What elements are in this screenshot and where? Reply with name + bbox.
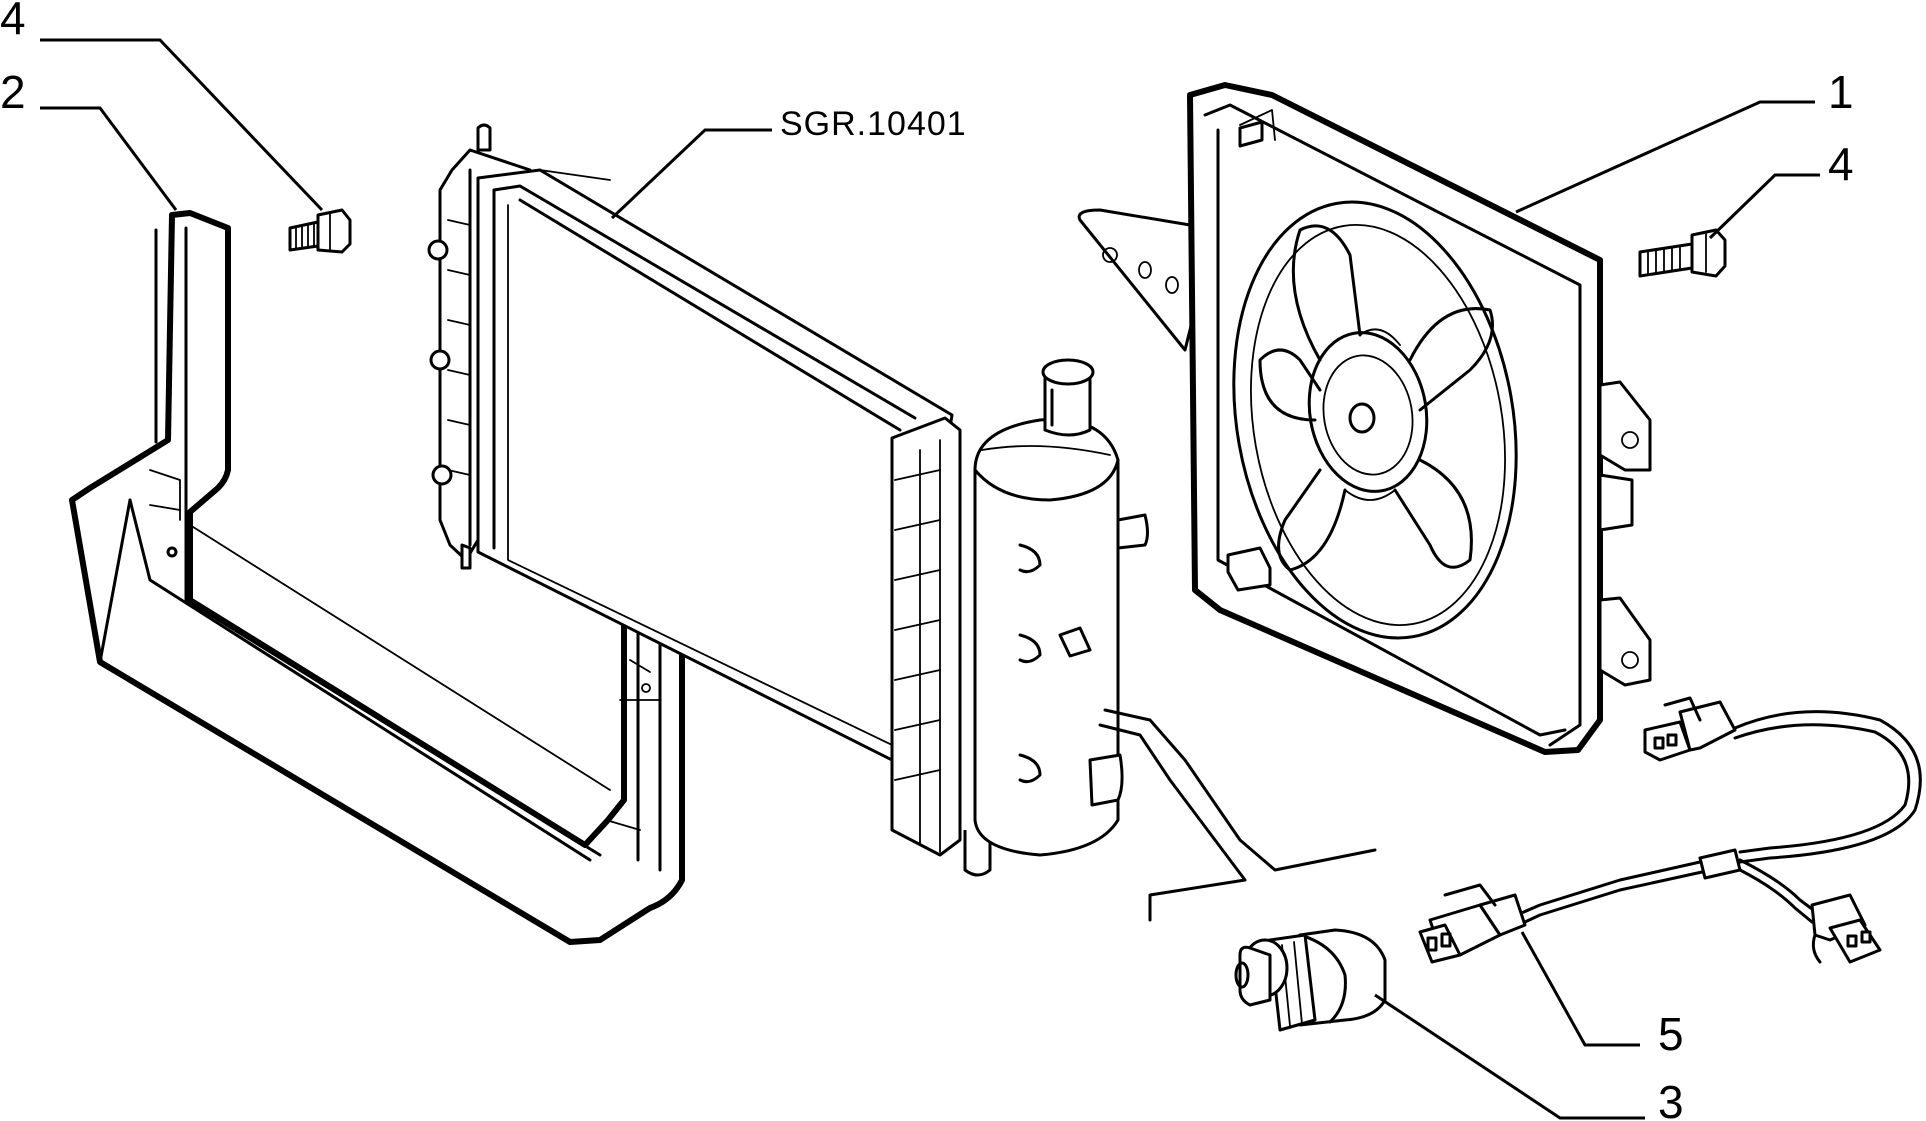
drawing-code: SGR.10401 (780, 105, 967, 143)
callout-1: 1 (1828, 66, 1854, 118)
bolt-right-part (1638, 228, 1727, 278)
callout-5: 5 (1658, 1008, 1684, 1060)
leader-drawing-code (610, 128, 772, 220)
callout-3: 3 (1658, 1076, 1684, 1121)
wiring-harness-part (1418, 696, 1922, 964)
callout-2: 2 (0, 66, 26, 118)
radiator-side-tank-part (890, 358, 1149, 877)
callout-4-right: 4 (1828, 138, 1854, 190)
leader-2 (40, 106, 178, 211)
leader-lines (40, 38, 1820, 1120)
leader-4-right (1708, 173, 1820, 240)
leader-1 (1515, 100, 1815, 214)
leader-5 (1520, 931, 1640, 1047)
leader-3 (1374, 993, 1645, 1120)
leader-4-left (40, 38, 324, 212)
hose-outline (1098, 708, 1377, 922)
temperature-switch-part (1234, 928, 1387, 1032)
bolt-left-part (288, 208, 352, 254)
fan-assembly-part (1077, 82, 1652, 755)
callout-4-left: 4 (0, 0, 26, 44)
radiator-part (427, 123, 954, 762)
